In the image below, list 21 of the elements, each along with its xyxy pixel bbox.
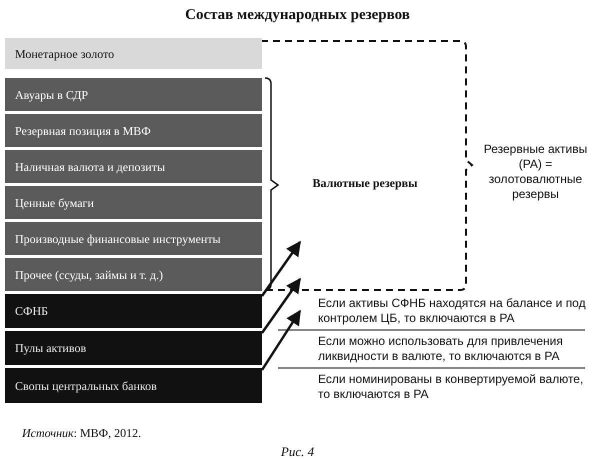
category-bar: Пулы активов <box>5 331 262 365</box>
condition-note: Если активы СФНБ находятся на балансе и под контролем ЦБ, то включаются в PA <box>318 296 587 326</box>
category-bar: Производные финансовые инструменты <box>5 222 262 255</box>
category-bar: Прочее (ссуды, займы и т. д.) <box>5 258 262 291</box>
condition-note: Если номинированы в конвертируемой валюте, то включаются в PA <box>318 372 584 402</box>
diagram-title: Состав международных резервов <box>184 6 411 25</box>
figure-caption: Рис. 4 <box>280 443 316 459</box>
category-bar: Свопы центральных банков <box>5 368 262 403</box>
category-bar: Наличная валюта и депозиты <box>5 150 262 183</box>
arrow <box>260 278 302 334</box>
category-bar: Ценные бумаги <box>5 186 262 219</box>
category-bar: СФНБ <box>5 294 262 328</box>
condition-note: Если можно использовать для привлечения ликвидности в валюте, то включаются в PA <box>318 334 564 364</box>
category-bar: Резервная позиция в МВФ <box>5 114 262 147</box>
arrow <box>260 310 302 371</box>
source-note: Источник: МВФ, 2012. <box>22 425 142 442</box>
total-label: Резервные активы (PA) = золотовалютные резервы <box>478 132 593 212</box>
group-label: Валютные резервы <box>310 165 420 201</box>
arrow <box>260 240 302 297</box>
category-bar: Монетарное золото <box>5 38 262 69</box>
category-bar: Авуары в СДР <box>5 78 262 111</box>
